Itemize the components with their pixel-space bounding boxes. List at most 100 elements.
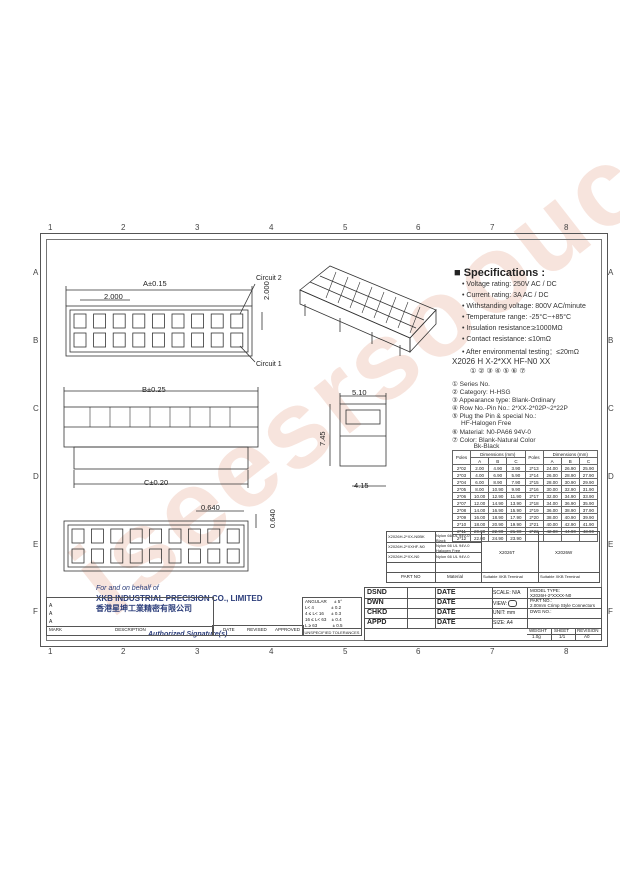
pin-cavity	[91, 548, 104, 564]
revision-headers: DATE REVISED APPROVED	[212, 625, 304, 636]
zone-bottom-7: 7	[490, 647, 495, 656]
table-cell: 16.00	[470, 513, 490, 521]
isometric-connector	[299, 265, 437, 356]
pin-cavity	[210, 332, 224, 348]
pin-cavity	[149, 528, 163, 544]
code-item: HF-Halogen Free	[452, 420, 512, 427]
bottom-view-pins	[71, 528, 240, 564]
zone-left-b: B	[33, 336, 39, 345]
table-cell: 33.90	[578, 492, 599, 500]
table-cell: 10.00	[470, 492, 490, 500]
table-cell: 8.00	[470, 485, 490, 493]
date-label: DATE	[437, 619, 456, 626]
table-cell: 30.90	[560, 478, 580, 486]
revision-value: A0	[584, 634, 590, 639]
revision-mark: A	[49, 619, 53, 625]
side-view	[329, 393, 387, 487]
table-cell: 36.90	[560, 499, 580, 507]
dim-side-height: 7.45	[318, 431, 327, 446]
top-view-pins	[73, 313, 244, 348]
revision-header: REVISED	[247, 627, 267, 632]
pin-cavity	[149, 548, 163, 564]
spec-line: • Withstanding voltage: 800V AC/minute	[462, 303, 586, 310]
material: Nylon 66 UL 94V-0	[436, 554, 470, 559]
weight-value: 1.0g	[532, 634, 541, 639]
dim-a: A±0.15	[143, 279, 167, 288]
table-cell: 26.00	[542, 471, 562, 479]
pin-cavity	[230, 313, 244, 329]
pin-cavity	[168, 528, 182, 544]
table-cell: 15.90	[506, 506, 526, 514]
model-type-value: X2026H-2*XXXX-N0	[530, 593, 572, 598]
company-name-zh: 香港星坤工業精密有限公司	[96, 604, 192, 613]
tolerance-title: UNSPECIFIED TOLERANCES	[303, 628, 361, 635]
table-header: Dimensions (mm)	[470, 450, 526, 458]
drawing-frame	[40, 233, 608, 647]
chkd-label: CHKD	[367, 609, 388, 616]
zone-left-e: E	[33, 540, 39, 549]
dwn-label: DWN	[367, 599, 384, 606]
table-header: B	[488, 457, 508, 465]
weight-label: WEIGHT	[529, 628, 547, 633]
part-no: X2026H-2*XX-N0BK	[388, 534, 425, 539]
spec-line: • Temperature range: -25°C~+85°C	[462, 314, 572, 321]
date-label: DATE	[437, 589, 456, 596]
dim-pitch-side: 2.000	[262, 281, 271, 300]
zone-top-7: 7	[490, 223, 495, 232]
zone-right-c: C	[608, 404, 614, 413]
table-cell: 2*10	[451, 520, 472, 528]
code-item: ① Series No.	[452, 381, 490, 388]
pin-cavity	[73, 332, 87, 348]
table-cell: 34.00	[542, 499, 562, 507]
table-cell: 2*13	[524, 464, 544, 472]
spec-line: • Contact resistance: ≤10mΩ	[462, 336, 551, 343]
pin-cavity	[93, 313, 106, 329]
top-view-outline	[65, 305, 253, 357]
zone-bottom-1: 1	[48, 647, 53, 656]
zone-top-6: 6	[416, 223, 421, 232]
table-cell: 2*17	[524, 492, 544, 500]
table-header: Poles	[451, 450, 472, 465]
table-header: Poles	[524, 450, 544, 465]
pin-cavity	[191, 313, 205, 329]
pin-cavity	[207, 528, 221, 544]
pin-cavity	[71, 548, 85, 564]
table-cell: 2*03	[451, 471, 472, 479]
table-cell: 2*05	[451, 485, 472, 493]
table-cell: 36.00	[542, 506, 562, 514]
table-cell: 24.00	[542, 464, 562, 472]
table-header: Suitable XKB Terminal	[483, 574, 523, 579]
revision-label: REVISION	[577, 628, 599, 633]
zone-top-4: 4	[269, 223, 274, 232]
code-item: ④ Row No.-Pin No.: 2*XX-2*02P~2*22P	[452, 405, 568, 412]
zone-bottom-4: 4	[269, 647, 274, 656]
table-cell: 40.00	[542, 520, 562, 528]
dwg-no-label: DWG NO.:	[530, 609, 552, 614]
revision-block: A A A MARK DESCRIPTION	[46, 597, 214, 636]
drawing-inner-frame	[46, 239, 602, 641]
company-name-en: XKB INDUSTRIAL PRECISION CO., LIMITED	[96, 594, 263, 603]
table-cell: 4.00	[470, 471, 490, 479]
dim-hole: 0.640	[201, 503, 220, 512]
table-cell: 18.00	[470, 520, 490, 528]
table-cell	[578, 534, 599, 542]
tolerance-row: ANGULAR ± 5°	[305, 599, 343, 604]
date-label: DATE	[437, 599, 456, 606]
table-cell: 2*02	[451, 464, 472, 472]
material: Nylon 66 UL 94V-0 Halogen Free	[436, 543, 470, 553]
pin-cavity	[112, 332, 126, 348]
table-cell: 18.90	[488, 513, 508, 521]
tolerance-block: ANGULAR ± 5° L< 4 ± 0.2 4 ≤ L< 16 ± 0.3 …	[302, 597, 362, 636]
table-cell: 7.90	[506, 478, 526, 486]
sheet-value: 1/1	[559, 634, 566, 639]
part-code: X2026 H X-2*XX HF-N0 XX	[452, 357, 551, 366]
table-header: C	[506, 457, 526, 465]
dim-pitch-top: 2.000	[104, 292, 123, 301]
table-cell: 2*21	[524, 520, 544, 528]
